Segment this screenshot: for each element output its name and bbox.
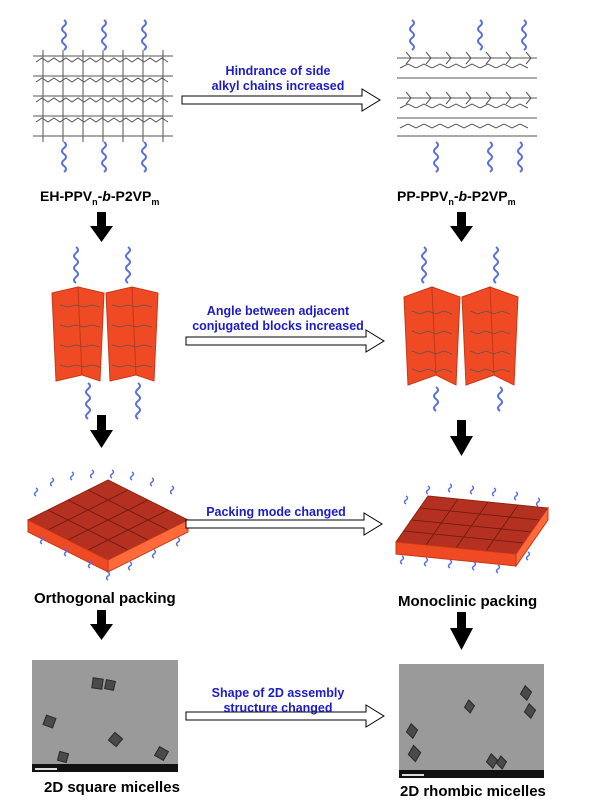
rhombic-micelles-micrograph bbox=[399, 664, 544, 778]
eh-bottom-coils bbox=[85, 382, 141, 420]
eh-top-coils bbox=[73, 246, 131, 284]
eh-block-panels bbox=[51, 246, 159, 420]
down-arrow-icon bbox=[450, 612, 473, 650]
scale-bar bbox=[32, 764, 178, 772]
orthogonal-right-face bbox=[107, 519, 189, 573]
pp-chain-lattice bbox=[397, 51, 537, 137]
down-arrow-icon bbox=[450, 420, 473, 456]
monoclinic-coils-bottom bbox=[399, 551, 531, 574]
right-hollow-arrow-icon bbox=[181, 88, 381, 112]
transition-label-3: Packing mode changed bbox=[206, 505, 346, 519]
pp-block-panels bbox=[403, 246, 519, 412]
orthogonal-grid bbox=[47, 489, 169, 551]
orthogonal-packing-diagram bbox=[26, 469, 190, 581]
monoclinic-coils-top bbox=[403, 483, 541, 507]
eh-red-panels bbox=[51, 286, 159, 382]
monoclinic-packing-diagram bbox=[395, 483, 549, 574]
pp-red-panels bbox=[403, 286, 519, 386]
down-arrow-icon bbox=[90, 415, 113, 448]
right-hollow-arrow-icon bbox=[185, 512, 383, 536]
down-arrow-icon bbox=[450, 212, 473, 242]
orthogonal-coils-top bbox=[33, 469, 175, 497]
right-hollow-arrow-icon bbox=[185, 704, 385, 728]
orthogonal-packing-label: Orthogonal packing bbox=[34, 590, 176, 607]
rhombic-micelles-label: 2D rhombic micelles bbox=[400, 783, 546, 800]
eh-panel-chains bbox=[59, 304, 153, 368]
pp-bottom-coils bbox=[433, 386, 503, 412]
pp-panel-chains bbox=[411, 310, 511, 373]
eh-chain-lattice bbox=[33, 50, 173, 142]
right-hollow-arrow-icon bbox=[185, 329, 385, 353]
pp-ppv-label: PP-PPVn-b-P2VPm bbox=[397, 188, 516, 207]
pp-ppv-structure bbox=[397, 19, 537, 173]
down-arrow-icon bbox=[90, 610, 113, 640]
square-micelles-label: 2D square micelles bbox=[44, 779, 180, 796]
pp-coil-chains bbox=[409, 19, 527, 173]
monoclinic-right-face bbox=[515, 506, 549, 568]
eh-ppv-label: EH-PPVn-b-P2VPm bbox=[40, 188, 160, 207]
pp-top-coils bbox=[421, 246, 499, 284]
eh-ppv-structure bbox=[33, 19, 173, 173]
monoclinic-grid bbox=[403, 498, 541, 552]
orthogonal-coils-bottom bbox=[39, 535, 181, 581]
monoclinic-packing-label: Monoclinic packing bbox=[398, 593, 538, 610]
scale-bar bbox=[399, 770, 544, 778]
eh-coil-chains bbox=[61, 19, 147, 173]
square-micelles-micrograph bbox=[32, 660, 178, 772]
down-arrow-icon bbox=[90, 212, 113, 242]
